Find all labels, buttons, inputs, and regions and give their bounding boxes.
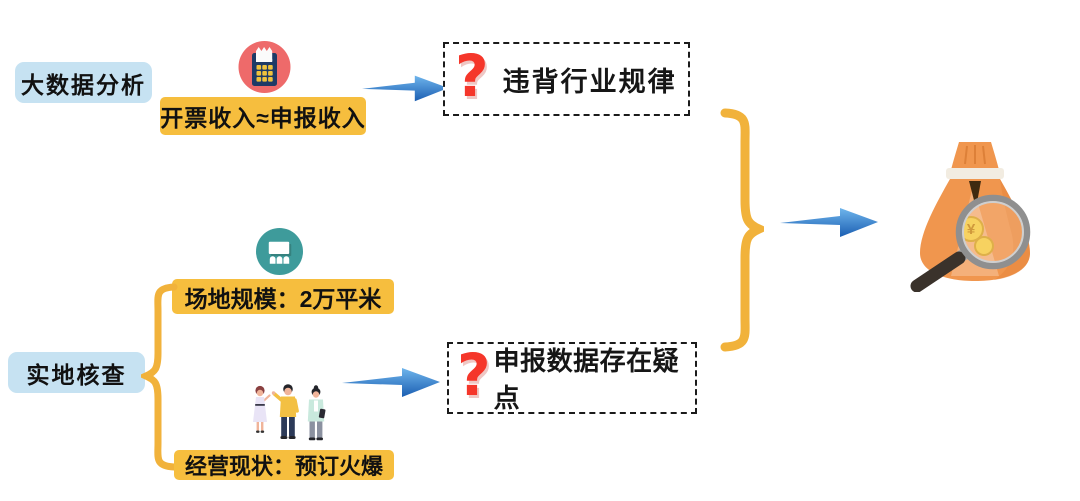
right-brace-icon bbox=[720, 108, 764, 352]
money-bag-magnifier-illustration: ¥ bbox=[910, 142, 1031, 292]
conclusion-industry-text: 违背行业规律 bbox=[502, 66, 677, 97]
question-mark-icon: ? bbox=[455, 42, 489, 110]
left-brace-icon bbox=[141, 283, 178, 471]
method-label-field-check: 实地核查 bbox=[8, 352, 145, 393]
conclusion-doubt-text: 申报数据存在疑点 bbox=[493, 346, 680, 413]
finding-venue-scale: 场地规模：2万平米 bbox=[172, 279, 394, 314]
customers-group-illustration bbox=[253, 384, 326, 441]
arrow-right-icon bbox=[342, 368, 440, 397]
pos-receipt-machine-icon bbox=[238, 41, 291, 93]
venue-screen-seats-icon bbox=[256, 228, 303, 275]
finding-invoice-income: 开票收入≈申报收入 bbox=[160, 97, 366, 135]
arrow-right-icon bbox=[362, 75, 449, 102]
question-mark-icon: ? bbox=[457, 341, 491, 409]
finding-operating-status: 经营现状：预订火爆 bbox=[174, 450, 394, 480]
currency-symbol: ¥ bbox=[967, 221, 976, 238]
conclusion-box-doubt: ? 申报数据存在疑点 bbox=[447, 342, 697, 414]
method-label-big-data: 大数据分析 bbox=[15, 62, 152, 103]
arrow-right-icon bbox=[780, 208, 878, 237]
conclusion-box-industry: ? 违背行业规律 bbox=[443, 42, 690, 116]
